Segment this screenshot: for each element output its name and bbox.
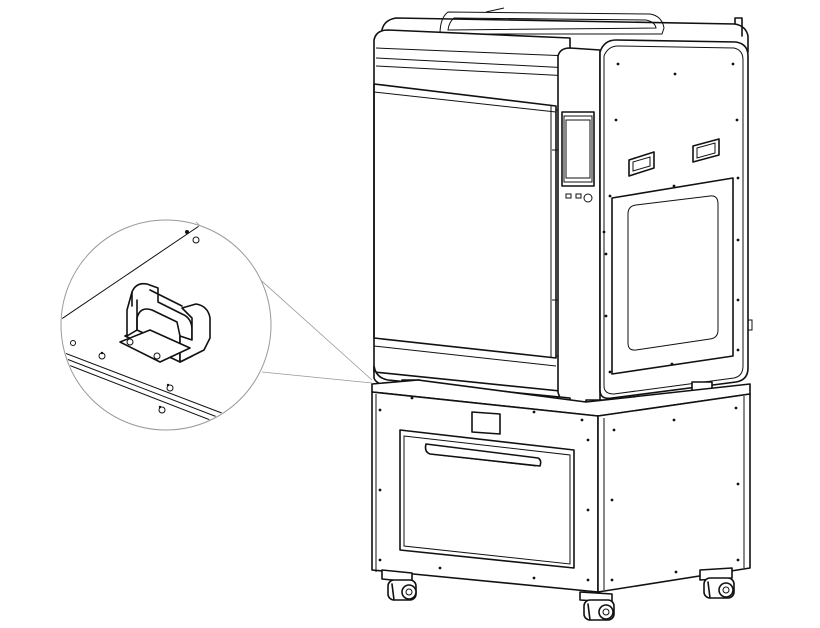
detail-panel-edge <box>62 221 241 429</box>
printer-front-face <box>373 29 571 393</box>
caster-back-right <box>699 567 735 599</box>
side-window-glass <box>627 195 719 351</box>
caster-front-right <box>579 591 615 621</box>
cabinet-stand <box>371 379 751 593</box>
drawer-handle <box>424 443 542 467</box>
printer-control-column <box>557 47 601 403</box>
printer-unit <box>373 7 753 413</box>
u-bracket <box>119 282 211 363</box>
side-window-frame <box>611 177 734 375</box>
touch-screen <box>561 111 595 187</box>
detail-callout <box>60 219 373 431</box>
caster-front-left <box>381 569 417 601</box>
printer-front-door <box>373 83 557 359</box>
stand-label-plate <box>471 411 501 435</box>
power-button-icon <box>583 193 593 203</box>
usb-port-icon <box>565 193 572 199</box>
printer-top-window <box>439 11 665 35</box>
stand-side <box>597 393 751 593</box>
side-handle-right <box>692 138 720 163</box>
caster-wheels <box>381 567 735 621</box>
magnifier-circle <box>60 219 272 431</box>
callout-leader-bottom <box>261 371 373 384</box>
